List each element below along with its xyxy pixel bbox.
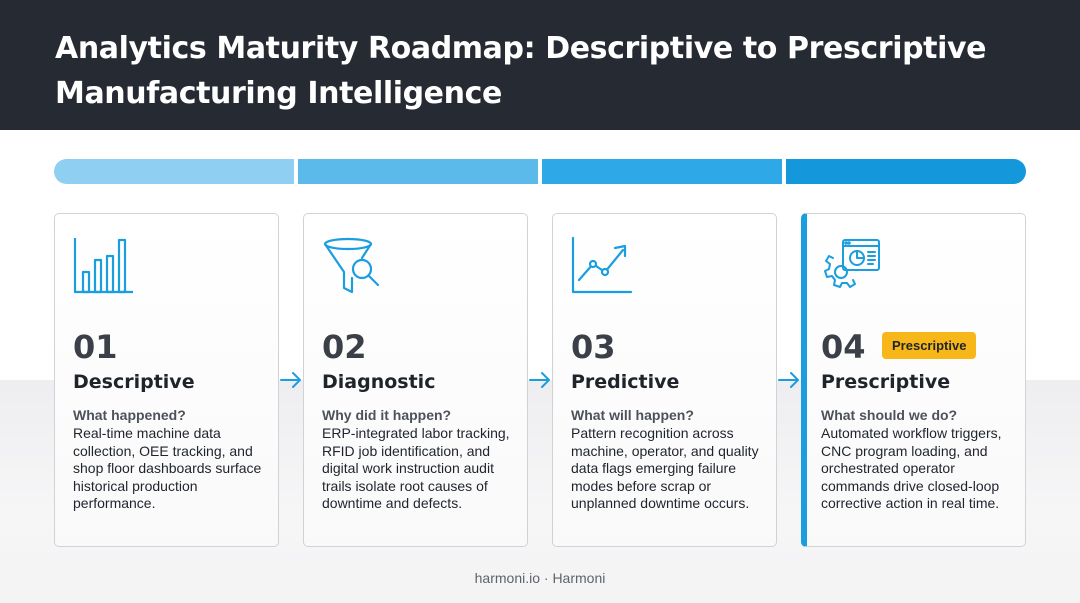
current-stage-badge: Prescriptive: [882, 332, 977, 359]
stage-card-descriptive: 01 Descriptive What happened? Real-time …: [54, 213, 279, 547]
trend-line-icon: [571, 236, 633, 294]
arrow-right-icon: [529, 372, 550, 388]
arrow-right-icon: [280, 372, 301, 388]
stage-description: Pattern recognition across machine, oper…: [571, 425, 759, 511]
progress-segment-1: [54, 159, 294, 184]
stage-name: Diagnostic: [322, 371, 436, 393]
footer-credit: harmoni.io · Harmoni: [474, 570, 606, 586]
progress-segment-2: [298, 159, 538, 184]
bar-chart-icon: [73, 238, 133, 294]
stage-description: Real-time machine data collection, OEE t…: [73, 425, 262, 511]
stage-number: 04: [821, 328, 866, 366]
stage-question: Why did it happen?: [322, 407, 452, 423]
funnel-search-icon: [323, 237, 380, 294]
gear-dashboard-icon: [824, 239, 880, 288]
stage-question: What should we do?: [821, 407, 958, 423]
stage-name: Descriptive: [73, 371, 195, 393]
progress-segment-4: [786, 159, 1026, 184]
stage-card-prescriptive: 04 Prescriptive Prescriptive What should…: [801, 213, 1026, 547]
stage-name: Predictive: [571, 371, 680, 393]
stage-number: 03: [571, 328, 616, 366]
stage-number: 02: [322, 328, 367, 366]
stage-card-predictive: 03 Predictive What will happen? Pattern …: [552, 213, 777, 547]
maturity-progress-bar: [54, 159, 1026, 184]
progress-segment-3: [542, 159, 782, 184]
stage-question: What happened?: [73, 407, 186, 423]
page-title: Analytics Maturity Roadmap: Descriptive …: [55, 31, 987, 111]
stage-name: Prescriptive: [821, 371, 951, 393]
stage-description: Automated workflow triggers, CNC program…: [821, 425, 1002, 511]
stage-card-diagnostic: 02 Diagnostic Why did it happen? ERP-int…: [303, 213, 528, 547]
stage-question: What will happen?: [571, 407, 694, 423]
stage-number: 01: [73, 328, 118, 366]
stage-description: ERP-integrated labor tracking, RFID job …: [322, 425, 510, 511]
arrow-right-icon: [778, 372, 799, 388]
header-banner: Analytics Maturity Roadmap: Descriptive …: [0, 0, 1080, 130]
